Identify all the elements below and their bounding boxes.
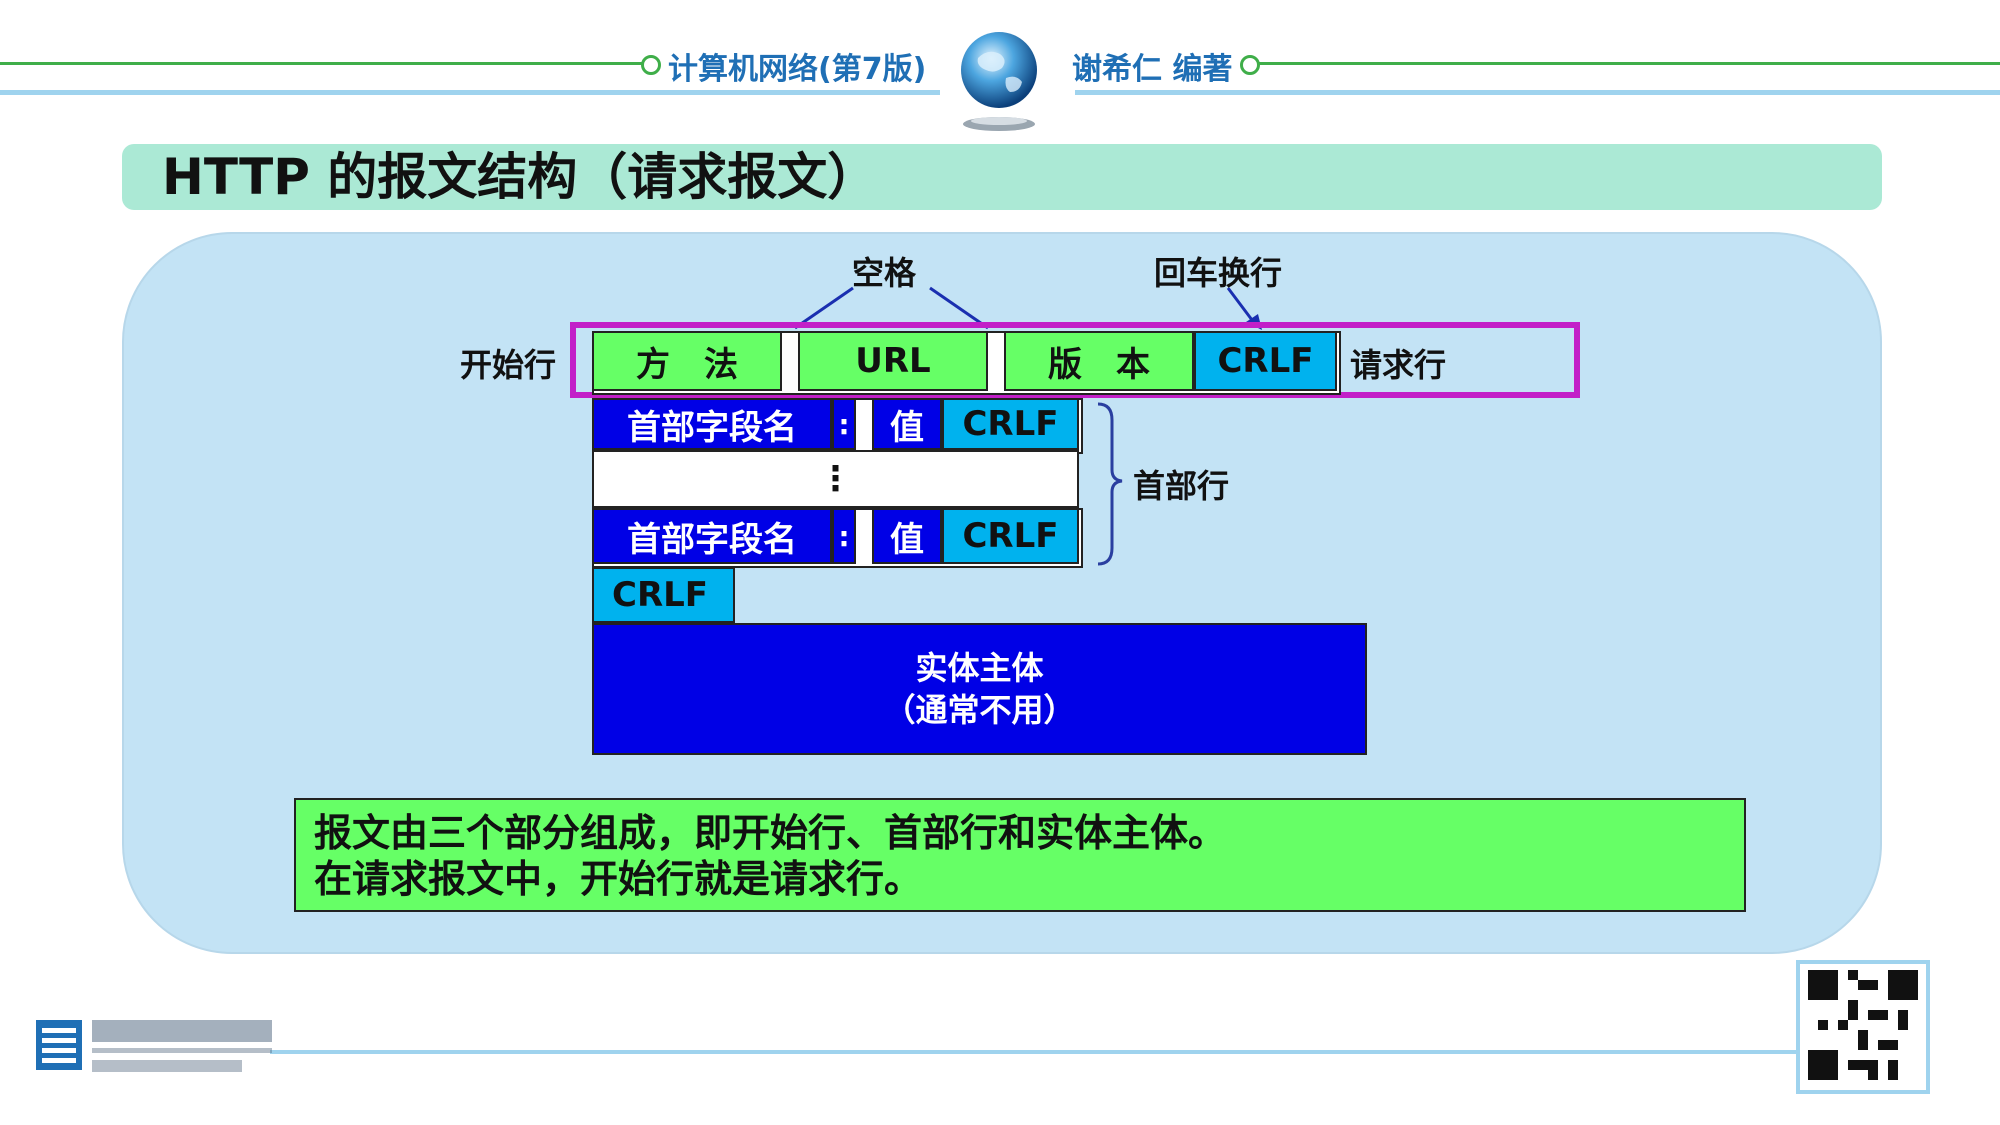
header-colon-1: : [832,398,856,450]
version-box: 版 本 [1004,331,1194,391]
blank-line-crlf: CRLF [592,567,735,623]
space-label: 空格 [852,254,917,292]
globe-icon [961,32,1037,131]
header-bullet-right [1240,55,1260,75]
footer-line [270,1050,1800,1054]
request-crlf-box: CRLF [1194,331,1337,391]
summary-line-2: 在请求报文中，开始行就是请求行。 [314,857,923,901]
book-title: 计算机网络(第7版) [668,52,927,87]
summary-note: 报文由三个部分组成，即开始行、首部行和实体主体。 在请求报文中，开始行就是请求行… [294,798,1746,912]
header-bullet-left [641,55,661,75]
request-line-highlight [570,322,1580,398]
qr-code-icon [1808,970,1918,1080]
header-line-top [0,62,650,65]
header-field-name-1: 首部字段名 [592,398,832,450]
header-field-name-2: 首部字段名 [592,508,832,564]
url-box: URL [798,331,988,391]
slide-title: HTTP 的报文结构（请求报文） [162,148,878,206]
header-lines-label: 首部行 [1133,467,1230,505]
request-line-label: 请求行 [1350,346,1447,384]
header-value-1: 值 [872,398,942,450]
author-name: 谢希仁 编著 [1072,52,1233,87]
header-line-top-right [1255,62,2000,65]
header-colon-2: : [832,508,856,564]
publisher-logo [36,1020,272,1072]
header-crlf-2: CRLF [942,508,1079,564]
header-brace [1097,402,1123,566]
start-line-label: 开始行 [460,346,557,384]
header-line-bottom-right [1075,90,2000,95]
header-line-bottom [0,90,940,95]
entity-body-line2: （通常不用） [883,691,1076,729]
crlf-caption-label: 回车换行 [1154,254,1283,292]
entity-body-box: 实体主体 （通常不用） [592,623,1367,755]
entity-body-line1: 实体主体 [915,649,1044,687]
header-value-2: 值 [872,508,942,564]
summary-line-1: 报文由三个部分组成，即开始行、首部行和实体主体。 [314,811,1227,855]
ellipsis: ⋮ [818,459,853,499]
method-box: 方 法 [592,331,782,391]
header-ellipsis-row: ⋮ [592,450,1079,508]
title-bar [122,144,1882,210]
header-crlf-1: CRLF [942,398,1079,450]
